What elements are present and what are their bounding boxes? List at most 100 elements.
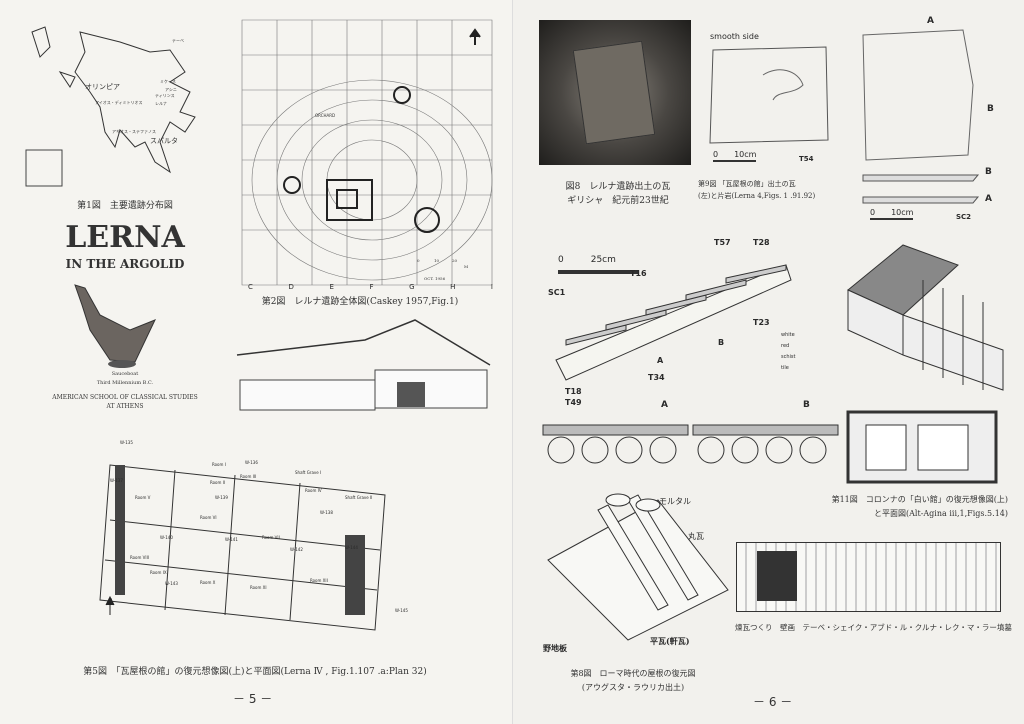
map-label-mycenae: ミケーネ — [160, 79, 176, 84]
schist-id: SC2 — [956, 213, 972, 221]
wall-label: W-140 — [160, 535, 173, 540]
north-label: N — [108, 598, 113, 605]
room-label: Room IV — [305, 488, 322, 493]
room-label: Room X — [200, 580, 216, 585]
scale-0: 0 — [417, 258, 420, 263]
schist-drawing — [862, 29, 980, 204]
wall-label: W-143 — [165, 581, 178, 586]
book-subtitle: IN THE ARGOLID — [65, 257, 185, 271]
schist-label-b-side: B — [987, 104, 994, 114]
tag-t16: T16 — [630, 269, 647, 278]
tag-t28: T28 — [753, 238, 770, 247]
photo-caption-2: ギリシャ 紀元前23世紀 — [567, 196, 669, 206]
room-label: Room III — [240, 474, 257, 479]
fig11-caption-2: と平面図(Alt-Agina iii,1,Figs.5.14) — [874, 509, 1008, 518]
photo-caption-1: 図8 レルナ遺跡出土の瓦 — [565, 182, 671, 192]
map-label-thebes: テーベ — [172, 38, 184, 43]
tile-drawing — [709, 46, 829, 144]
fig1-caption: 第1図 主要遺跡分布図 — [77, 201, 173, 211]
label-round-tile: 丸瓦 — [688, 532, 704, 541]
fig8-caption-1: 第8図 ローマ時代の屋根の復元図 — [570, 669, 696, 678]
sauceboat-image — [74, 284, 157, 368]
book-title: LERNA — [65, 220, 185, 255]
room-label: Room XII — [310, 578, 328, 583]
map-label-tiryns: ティリンス — [155, 93, 175, 98]
white-house-plan — [846, 410, 998, 484]
wall-label: W-144 — [345, 545, 358, 550]
wall-label: W-141 — [225, 537, 238, 542]
tile-id: T54 — [799, 155, 814, 163]
grid-letter: F — [369, 283, 374, 291]
map-label-lerna: レルナ — [155, 101, 167, 106]
fig5-caption: 第5図 「瓦屋根の館」の復元想像図(上)と平面図(Lerna Ⅳ , Fig.1… — [83, 667, 427, 677]
fig11-caption-1: 第11図 コロンナの「白い館」の復元想像図(上) — [831, 495, 1008, 504]
tile-profile-a — [542, 424, 689, 464]
room-label: Room V — [135, 495, 151, 500]
tag-t57: T57 — [714, 238, 731, 247]
tag-sc1: SC1 — [548, 288, 566, 297]
vessel-caption-1: Sauceboat — [111, 371, 139, 377]
left-page: オリンピア スパルタ アイオス・ディミトリオス ミケーネ ティリンス レルナ ア… — [25, 19, 493, 706]
peloponnese-map — [25, 26, 196, 187]
label-sheathing-board: 野地板 — [543, 643, 567, 653]
roof-scale: 0 25cm — [558, 255, 616, 265]
fig2-caption: 第2図 レルナ遺跡全体図(Caskey 1957,Fig.1) — [261, 297, 459, 307]
tag-b: B — [718, 338, 725, 347]
scale-10: 10 — [434, 258, 440, 263]
right-page: 図8 レルナ遺跡出土の瓦 ギリシャ 紀元前23世紀 smooth side 0 … — [512, 0, 1024, 724]
schist-label-a-top: A — [927, 16, 934, 26]
tag-t49: T49 — [565, 398, 582, 407]
legend-white: white — [781, 332, 795, 338]
fig9-caption-1: 第9図 「瓦屋根の館」出土の瓦 — [698, 180, 796, 188]
schist-label-b-profile: B — [985, 167, 992, 177]
egyptian-mural — [736, 542, 1001, 612]
tag-t34: T34 — [648, 373, 665, 382]
grid-letter: D — [288, 283, 294, 291]
room-label: Room XI — [250, 585, 267, 590]
room-label: Room VII — [262, 535, 280, 540]
mural-caption: 煉瓦つくり 壁画 テーベ・シェイク・アブド・ル・クルナ・レク・マ・ラー墳墓 — [735, 623, 1012, 632]
legend-tile: tile — [781, 365, 789, 371]
grid-letters: C D E F G H I — [248, 283, 493, 291]
roof-legend: white red schist tile — [781, 330, 795, 374]
profile-label-b: B — [803, 400, 810, 410]
vessel-caption-2: Third Millennium B.C. — [96, 380, 154, 386]
house-elevation-drawing — [236, 319, 491, 411]
grid-letter: I — [490, 283, 493, 291]
schist-label-a-profile: A — [985, 194, 992, 204]
page-number-5: － 5 － — [233, 692, 273, 706]
room-label: Room II — [210, 480, 226, 485]
schist-scale: 0 10cm — [870, 208, 914, 220]
tile-photo — [539, 20, 691, 165]
room-label: Room VI — [200, 515, 217, 520]
map-label-olympia: オリンピア — [85, 83, 120, 91]
site-plan-drawing — [241, 19, 493, 286]
tag-t18: T18 — [565, 387, 582, 396]
map-label-agios-dimitrios: アイオス・ディミトリオス — [95, 100, 143, 105]
wall-label: W-145 — [395, 608, 408, 613]
fig8-caption-2: (アウグスタ・ラウリカ出土) — [581, 683, 685, 692]
floor-plan-drawing — [99, 464, 386, 631]
roman-roof-drawing — [547, 493, 729, 641]
fig9-caption-2: (左)と片岩(Lerna 4,Figs. 1 .91.92) — [698, 192, 816, 200]
grid-letter: C — [248, 283, 253, 291]
map-label-asine: アシニ — [165, 87, 177, 92]
tag-a: A — [657, 356, 664, 365]
label-mortar: モルタル — [659, 497, 691, 506]
legend-red: red — [781, 343, 790, 349]
white-house-isometric — [847, 244, 1004, 391]
wall-label: W-135 — [120, 440, 133, 445]
wall-label: W-142 — [290, 547, 303, 552]
publisher-line-2: AT ATHENS — [106, 403, 144, 410]
map-label-agios-stefanos: アギオス・ステファノス — [112, 129, 156, 134]
grid-letter: H — [450, 283, 456, 291]
scale-20: 20 — [452, 258, 458, 263]
grid-letter: E — [329, 283, 334, 291]
publisher-line-1: AMERICAN SCHOOL OF CLASSICAL STUDIES — [52, 394, 198, 401]
tile-profile-b — [692, 424, 839, 464]
wall-label: W-139 — [215, 495, 228, 500]
grid-letter: G — [409, 283, 415, 291]
room-label: Room IX — [150, 570, 167, 575]
tile-scale: 0 10cm — [713, 150, 757, 162]
wall-label: W-137 — [110, 478, 123, 483]
